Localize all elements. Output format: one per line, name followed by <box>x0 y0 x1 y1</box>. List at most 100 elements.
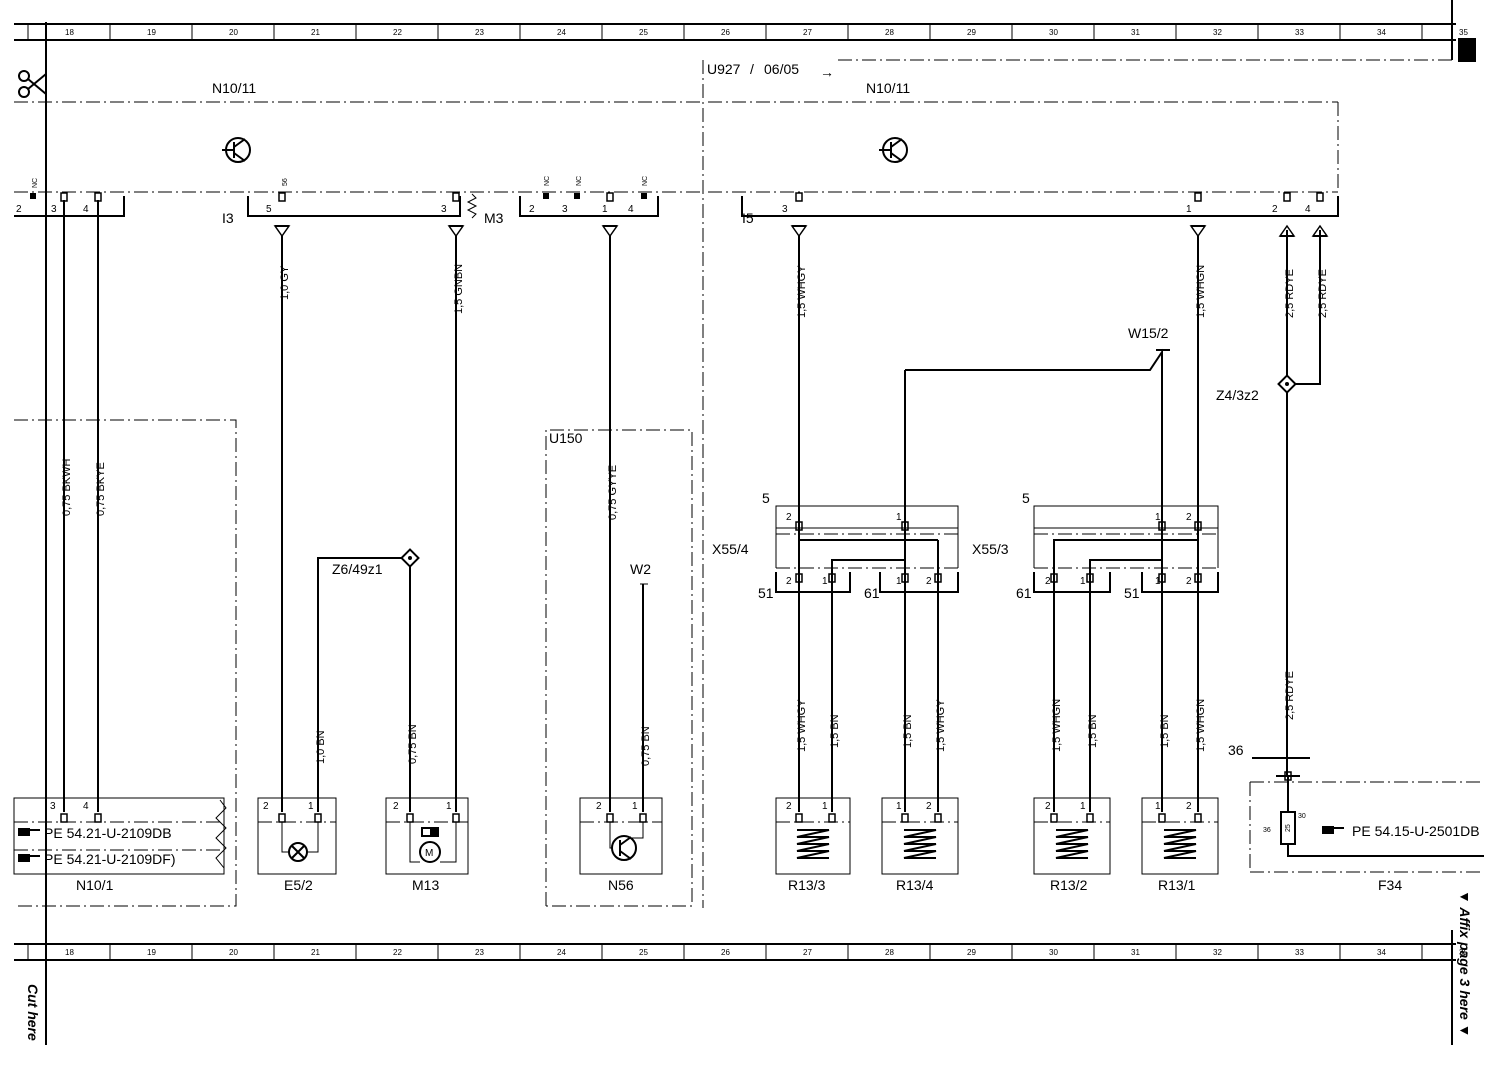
connector-down-triangle <box>273 225 291 238</box>
fuse-lead-bottom <box>1287 844 1484 857</box>
pin-1: 1 <box>1186 204 1192 215</box>
pin-terminal <box>828 813 836 823</box>
grid-number: 30 <box>1049 948 1058 957</box>
r13-3-label: R13/3 <box>788 877 826 893</box>
connector-i3: I3 <box>222 210 234 226</box>
w2-label: W2 <box>630 561 651 577</box>
grid-number: 33 <box>1295 948 1304 957</box>
pin-2: 2 <box>529 204 535 215</box>
x55-4-box-51 <box>775 572 851 593</box>
hand-pointer-icon <box>1322 826 1344 834</box>
wire-label: 0,75 BKYE <box>95 462 107 516</box>
x55-3-box-61 <box>1033 572 1111 593</box>
r13-2-pin-1: 1 <box>1080 801 1086 812</box>
grid-number: 21 <box>311 948 320 957</box>
heating-element-icon <box>796 829 830 859</box>
wire-label: 1,5 BN <box>829 714 841 748</box>
revision-arrow: → <box>820 64 834 80</box>
grid-number: 32 <box>1213 948 1222 957</box>
x55-4-pin: 1 <box>822 576 828 587</box>
connector-down-triangle <box>790 225 808 238</box>
affix-page-note: ▼ Affix page 3 here ▼ <box>1457 890 1473 1038</box>
x55-3-pin: 2 <box>1186 512 1192 523</box>
e5-2-pin-2: 2 <box>263 801 269 812</box>
n56-box <box>579 797 663 875</box>
pin-2: 2 <box>1272 204 1278 215</box>
pin-terminal <box>60 813 68 823</box>
lamp-icon <box>288 842 308 862</box>
wire-label: 2,5 RDYE <box>1284 671 1296 720</box>
e5-2-pin-1: 1 <box>308 801 314 812</box>
pin-terminal <box>795 813 803 823</box>
wire-label: 0,75 BN <box>407 724 419 764</box>
grid-number: 20 <box>229 948 238 957</box>
resistor-icon <box>466 193 478 219</box>
r13-1-pin-1: 1 <box>1155 801 1161 812</box>
wire-label: 1,5 GNBN <box>453 264 465 314</box>
wire-label: 1,5 WHGN <box>1195 699 1207 752</box>
transistor-icon <box>879 137 908 163</box>
heater-box <box>775 797 851 875</box>
pin-terminal <box>452 192 460 202</box>
r13-1-pin-2: 2 <box>1186 801 1192 812</box>
n10-11-left-label: N10/11 <box>212 80 256 96</box>
pin-terminal <box>60 192 68 202</box>
x55-4-pin-51: 51 <box>758 585 774 601</box>
pin-3: 3 <box>51 204 57 215</box>
n10-1-boundary <box>14 419 237 907</box>
x55-3-pin: 1 <box>1155 512 1161 523</box>
pin-3: 3 <box>441 204 447 215</box>
heating-element-icon <box>1163 829 1197 859</box>
ref-pe-2109df: PE 54.21-U-2109DF) <box>44 851 176 867</box>
heating-element-icon <box>903 829 937 859</box>
revision-sep: / <box>750 61 754 77</box>
connector-box-i3 <box>247 196 461 217</box>
pin-terminal <box>94 813 102 823</box>
heating-element-icon <box>1055 829 1089 859</box>
grid-number: 29 <box>967 28 976 37</box>
x55-4-pin-61: 61 <box>864 585 880 601</box>
grid-number: 19 <box>147 28 156 37</box>
grid-number: 23 <box>475 948 484 957</box>
r13-2-label: R13/2 <box>1050 877 1088 893</box>
x55-4-box-61 <box>879 572 959 593</box>
pin-4: 4 <box>83 204 89 215</box>
motor-lead <box>409 822 420 863</box>
f34-pin-30: 30 <box>1298 813 1306 820</box>
grid-number: 31 <box>1131 28 1140 37</box>
u150-label: U150 <box>549 430 583 446</box>
x55-3-pin: 1 <box>1080 576 1086 587</box>
grid-number: 26 <box>721 948 730 957</box>
wire-label: 0,75 BN <box>640 726 652 766</box>
grid-number: 31 <box>1131 948 1140 957</box>
pin-4: 4 <box>1305 204 1311 215</box>
cut-here-note: Cut here <box>25 984 41 1041</box>
pin-terminal <box>1283 192 1291 202</box>
f34-pin-36: 36 <box>1263 827 1271 834</box>
grid-number: 28 <box>885 28 894 37</box>
m13-label: M13 <box>412 877 439 893</box>
m13-box <box>385 797 469 875</box>
pin-terminal <box>1194 192 1202 202</box>
grid-number: 30 <box>1049 28 1058 37</box>
pin-stubs-top <box>30 193 647 199</box>
pin-nc: NC <box>32 178 39 188</box>
wire-r13-2-bn <box>1089 559 1162 812</box>
pin-terminal <box>1050 813 1058 823</box>
x55-3-pin-61: 61 <box>1016 585 1032 601</box>
connector-m3: M3 <box>484 210 504 226</box>
scissors-icon <box>18 70 47 98</box>
pin-terminal <box>901 813 909 823</box>
pin-terminal <box>278 192 286 202</box>
wire-label: 2,5 RDYE <box>1317 269 1329 318</box>
grid-number: 19 <box>147 948 156 957</box>
x55-4-pin: 2 <box>786 576 792 587</box>
motor-lead <box>440 822 457 863</box>
m13-pin-2: 2 <box>393 801 399 812</box>
connector-box-a <box>14 196 125 217</box>
wire-label: 1,0 BN <box>315 730 327 764</box>
grid-number: 24 <box>557 948 566 957</box>
pin-nc: NC <box>576 176 583 186</box>
